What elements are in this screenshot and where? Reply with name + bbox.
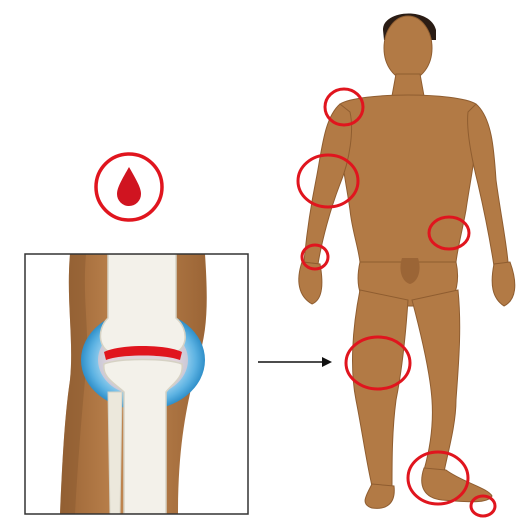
human-figure [299, 13, 515, 508]
femur-bone [100, 254, 185, 354]
blood-drop-icon [96, 154, 162, 220]
fibula-bone [108, 392, 122, 514]
arrow-right-icon [258, 357, 332, 367]
knee-joint-detail-panel [25, 254, 248, 514]
